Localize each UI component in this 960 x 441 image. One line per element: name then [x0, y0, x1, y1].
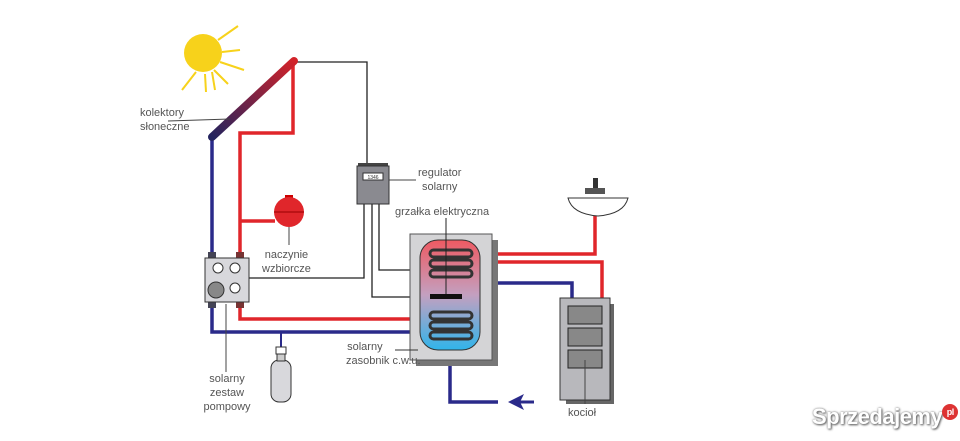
- hot-supply-pipe: [238, 62, 295, 258]
- regulator-display: 1346: [367, 175, 378, 181]
- sink-icon: [567, 178, 629, 217]
- electric-heater-icon: [430, 294, 462, 299]
- heater-label: grzałka elektryczna: [395, 206, 490, 218]
- boiler-label: kocioł: [568, 407, 597, 419]
- boiler-icon: [559, 297, 614, 404]
- tank-hot-out-1: [470, 212, 597, 256]
- hot-water-tank: [395, 218, 498, 366]
- pump-to-coil-hot: [238, 302, 430, 321]
- pump-group-icon: [204, 252, 250, 372]
- tank-cold-boiler: [470, 281, 574, 300]
- solar-collector: [208, 57, 298, 141]
- cold-inlet-arrow-icon: [508, 394, 524, 410]
- tank-hot-out-2: [470, 260, 604, 300]
- gas-cylinder-icon: [270, 346, 292, 403]
- solar-regulator-icon: 1346: [356, 163, 416, 205]
- pump-to-coil-cold: [210, 302, 430, 334]
- expansion-vessel-icon: [274, 195, 304, 245]
- sun-icon: [181, 25, 245, 93]
